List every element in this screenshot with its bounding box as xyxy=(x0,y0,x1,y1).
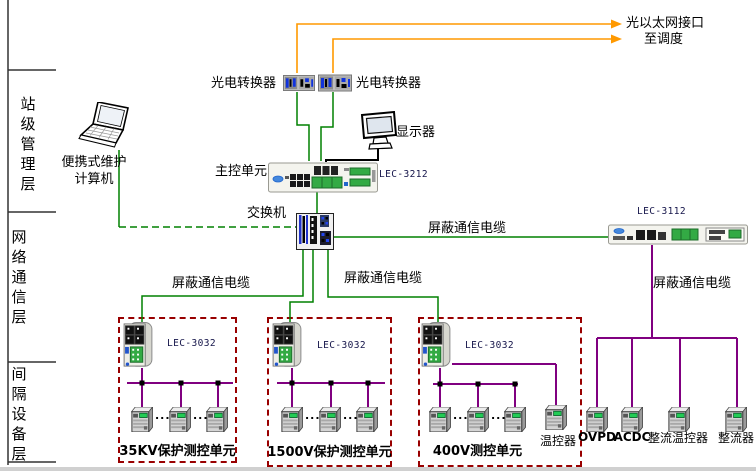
terminal-device-icon xyxy=(319,407,341,432)
laptop-label-line1: 便携式维护 xyxy=(61,155,127,170)
ellipsis: ... xyxy=(343,409,359,422)
converter-right-label: 光电转换器 xyxy=(356,76,422,91)
main-unit-label: 主控单元 xyxy=(215,164,268,179)
terminal-device-icon xyxy=(429,407,451,432)
bus-junction-dots xyxy=(139,380,518,387)
bottom-divider xyxy=(0,467,756,471)
cable-converter1-mainunit xyxy=(296,92,310,161)
monitor-icon xyxy=(361,111,397,150)
cable-label-bay23: 屏蔽通信电缆 xyxy=(344,271,423,286)
ovpd-label: OVPD xyxy=(578,430,616,444)
bay1-title: 35KV保护测控单元 xyxy=(119,444,236,459)
ethernet-switch-icon xyxy=(296,213,334,250)
lec3032-icon-bay3 xyxy=(421,322,451,367)
rectifier-label: 整流器 xyxy=(717,431,754,445)
rectifier-temp-controller-label: 整流温控器 xyxy=(647,431,708,445)
bay-box-1500v xyxy=(267,317,392,467)
lec3032-model-bay3: LEC-3032 xyxy=(465,340,514,351)
ovpd-device-icon xyxy=(586,407,608,432)
acdc-label: ACDC xyxy=(613,430,651,444)
lec3112-unit-icon xyxy=(608,224,748,245)
cable-monitor-mainunit xyxy=(325,149,379,162)
lec3032-model-bay2: LEC-3032 xyxy=(317,340,366,351)
to-dispatch-label: 至调度 xyxy=(644,32,684,47)
temp-controller-icon xyxy=(545,405,567,430)
optical-converter-icon-2 xyxy=(318,74,352,92)
cable-switch-bay2 xyxy=(289,249,314,323)
arrowhead-2 xyxy=(611,34,622,44)
ellipsis: ... xyxy=(453,409,469,422)
switch-label: 交换机 xyxy=(247,206,287,221)
green-network-cables xyxy=(118,92,608,323)
terminal-device-icon xyxy=(206,407,228,432)
lec3032-model-bay1: LEC-3032 xyxy=(167,338,216,349)
terminal-device-icon xyxy=(131,407,153,432)
ellipsis: ... xyxy=(491,409,507,422)
optical-interface-label: 光以太网接口 xyxy=(626,16,705,31)
ellipsis: ... xyxy=(193,409,209,422)
laptop-label-line2: 计算机 xyxy=(74,172,114,187)
ellipsis: ... xyxy=(305,409,321,422)
layer-label-bay: 间隔设备层 xyxy=(11,365,27,463)
layer-label-station: 站级管理层 xyxy=(20,95,36,193)
converter-left-label: 光电转换器 xyxy=(211,76,277,91)
bay-box-400v xyxy=(418,317,582,467)
terminal-device-icon xyxy=(467,407,489,432)
monitor-label: 显示器 xyxy=(396,125,436,140)
temp-controller-label: 温控器 xyxy=(539,434,576,448)
lec3032-icon-bay2 xyxy=(272,322,302,367)
main-unit-model: LEC-3212 xyxy=(379,169,428,180)
terminal-device-icon xyxy=(504,407,526,432)
bay-box-35kv xyxy=(118,317,237,463)
cable-label-main: 屏蔽通信电缆 xyxy=(428,221,507,236)
laptop-icon xyxy=(78,102,129,148)
rectifier-icon xyxy=(725,407,747,432)
bay3-title: 400V测控单元 xyxy=(432,444,523,459)
optical-ethernet-cables xyxy=(296,23,612,73)
terminal-device-icon xyxy=(169,407,191,432)
terminal-device-icon xyxy=(356,407,378,432)
rectifier-temp-controller-icon xyxy=(668,407,690,432)
main-control-unit-icon xyxy=(268,162,378,193)
acdc-device-icon xyxy=(621,407,643,432)
terminal-device-icon xyxy=(281,407,303,432)
cable-converter2-mainunit xyxy=(320,92,334,161)
cable-label-bay1: 屏蔽通信电缆 xyxy=(172,276,251,291)
layer-label-network: 网络通信层 xyxy=(11,228,27,326)
arrowhead-1 xyxy=(611,19,622,29)
bay2-title: 1500V保护测控单元 xyxy=(267,445,392,460)
ellipsis: ... xyxy=(155,409,171,422)
layer-frame xyxy=(7,0,56,465)
optical-converter-icon-1 xyxy=(283,74,315,92)
lec3112-model: LEC-3112 xyxy=(637,206,686,217)
cable-switch-bay3 xyxy=(327,249,439,323)
cable-label-right: 屏蔽通信电缆 xyxy=(653,276,732,291)
cable-switch-bay1 xyxy=(141,249,304,323)
lec3032-icon-bay1 xyxy=(123,322,153,367)
